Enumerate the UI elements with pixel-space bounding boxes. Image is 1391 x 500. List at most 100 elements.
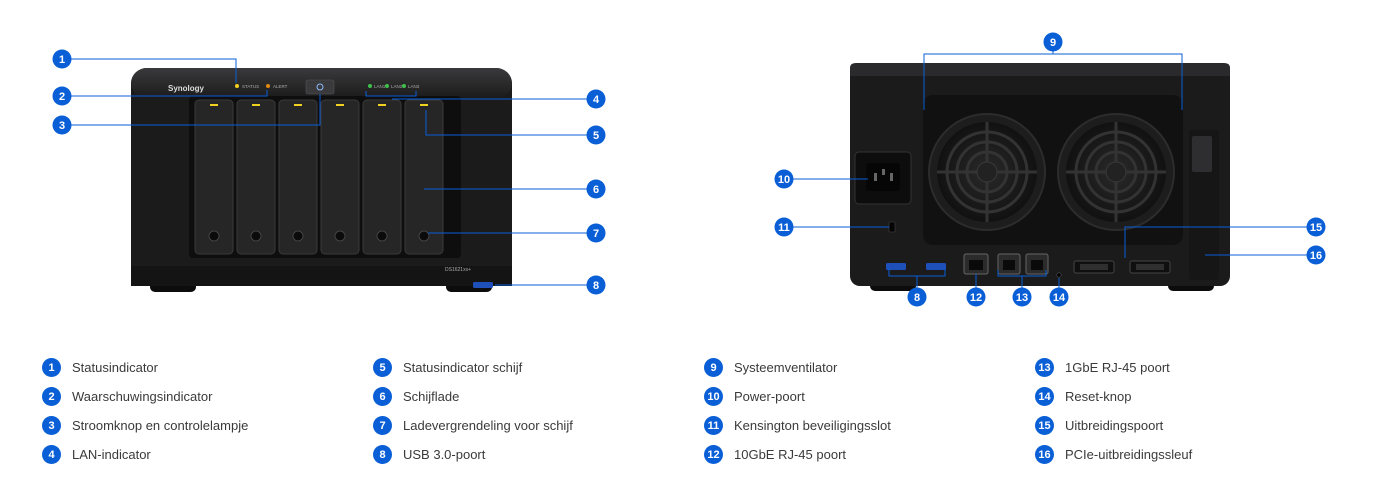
legend-label: 1GbE RJ-45 poort — [1065, 360, 1170, 375]
front-brand-label: Synology — [168, 84, 205, 93]
leader-4-bracket — [365, 91, 417, 97]
legend-item-6: 6 Schijflade — [373, 382, 573, 411]
legend-label: Waarschuwingsindicator — [72, 389, 213, 404]
leader-3 — [71, 94, 321, 126]
back-usb-port-2[interactable] — [926, 263, 946, 270]
legend-badge: 11 — [704, 416, 723, 435]
drive-tray-1[interactable] — [194, 99, 234, 255]
legend-badge: 14 — [1035, 387, 1054, 406]
system-fan-right — [1057, 113, 1175, 231]
drive-tray-2[interactable] — [236, 99, 276, 255]
svg-text:7: 7 — [593, 228, 599, 240]
callout-3: 3 — [52, 115, 72, 135]
legend-badge: 12 — [704, 445, 723, 464]
legend-badge: 10 — [704, 387, 723, 406]
rj45-1gbe-port-1[interactable] — [997, 253, 1021, 275]
legend-badge: 15 — [1035, 416, 1054, 435]
legend-badge: 13 — [1035, 358, 1054, 377]
pcie-latch[interactable] — [1192, 136, 1212, 172]
legend-label: Schijflade — [403, 389, 460, 404]
leader-15 — [1124, 226, 1315, 258]
legend-label: LAN-indicator — [72, 447, 151, 462]
leader-2 — [71, 90, 268, 97]
drive-tray-4[interactable] — [320, 99, 360, 255]
callout-2: 2 — [52, 86, 72, 106]
callout-6: 6 — [586, 179, 606, 199]
lan2-led — [385, 84, 389, 88]
legend-label: Ladevergrendeling voor schijf — [403, 418, 573, 433]
rj45-10gbe-port[interactable] — [963, 253, 989, 275]
leader-5 — [425, 110, 587, 136]
callout-7: 7 — [586, 223, 606, 243]
power-port[interactable] — [854, 151, 912, 205]
callout-16: 16 — [1306, 245, 1326, 265]
front-usb-port[interactable] — [473, 282, 493, 288]
hardware-diagram: Synology STATUS ALERT LAN1 LAN2 LAN3 — [52, 32, 1326, 307]
svg-text:5: 5 — [593, 130, 599, 142]
front-device: Synology STATUS ALERT LAN1 LAN2 LAN3 — [131, 68, 512, 292]
legend-badge: 6 — [373, 387, 392, 406]
legend-label: Stroomknop en controlelampje — [72, 418, 249, 433]
front-model-label: DS1621xs+ — [445, 267, 471, 273]
lan1-led-label: LAN1 — [374, 84, 386, 89]
svg-text:8: 8 — [593, 280, 599, 292]
alert-led — [266, 84, 270, 88]
svg-text:9: 9 — [1050, 37, 1056, 49]
legend-label: Systeemventilator — [734, 360, 838, 375]
legend-label: Uitbreidingspoort — [1065, 418, 1164, 433]
system-fan-left — [928, 113, 1046, 231]
expansion-port-2[interactable] — [1129, 260, 1171, 274]
svg-text:12: 12 — [970, 292, 982, 304]
legend-label: 10GbE RJ-45 poort — [734, 447, 847, 462]
drive-tray-3[interactable] — [278, 99, 318, 255]
callout-badges: 1 2 3 4 5 6 7 8 9 10 11 8 12 13 14 15 16 — [52, 32, 1326, 307]
svg-text:1: 1 — [59, 54, 65, 66]
legend-badge: 3 — [42, 416, 61, 435]
kensington-slot[interactable] — [888, 221, 896, 233]
legend-label: Statusindicator schijf — [403, 360, 523, 375]
leader-1 — [71, 58, 237, 83]
svg-text:4: 4 — [593, 94, 600, 106]
rj45-1gbe-port-2[interactable] — [1025, 253, 1049, 275]
back-top-ridge — [850, 63, 1230, 76]
svg-text:15: 15 — [1310, 222, 1322, 234]
lan3-led — [402, 84, 406, 88]
callout-5: 5 — [586, 125, 606, 145]
back-usb-port-1[interactable] — [886, 263, 906, 270]
callout-9: 9 — [1043, 32, 1063, 52]
legend-label: Power-poort — [734, 389, 805, 404]
legend-item-8: 8 USB 3.0-poort — [373, 440, 573, 469]
legend-badge: 7 — [373, 416, 392, 435]
callout-8: 8 — [586, 275, 606, 295]
legend-label: PCIe-uitbreidingssleuf — [1065, 447, 1193, 462]
lan1-led — [368, 84, 372, 88]
legend-badge: 5 — [373, 358, 392, 377]
power-icon — [316, 83, 324, 91]
callout-13: 13 — [1012, 287, 1032, 307]
drive-tray-6[interactable] — [404, 99, 444, 255]
callout-12: 12 — [966, 287, 986, 307]
legend-item-2: 2 Waarschuwingsindicator — [42, 382, 248, 411]
legend-item-13: 13 1GbE RJ-45 poort — [1035, 353, 1192, 382]
reset-button[interactable] — [1056, 272, 1062, 278]
expansion-port-1[interactable] — [1073, 260, 1115, 274]
legend-item-3: 3 Stroomknop en controlelampje — [42, 411, 248, 440]
callout-15: 15 — [1306, 217, 1326, 237]
legend-column-2: 5 Statusindicator schijf 6 Schijflade 7 Lad… — [373, 353, 573, 469]
drive-tray-5[interactable] — [362, 99, 402, 255]
leader-13-bracket — [997, 270, 1047, 277]
lan3-led-label: LAN3 — [408, 84, 420, 89]
legend-badge: 8 — [373, 445, 392, 464]
power-button[interactable] — [305, 79, 335, 95]
callout-11: 11 — [774, 217, 794, 237]
leader-8b-bracket — [888, 268, 946, 277]
legend-label: USB 3.0-poort — [403, 447, 486, 462]
svg-text:3: 3 — [59, 120, 65, 132]
legend-badge: 2 — [42, 387, 61, 406]
